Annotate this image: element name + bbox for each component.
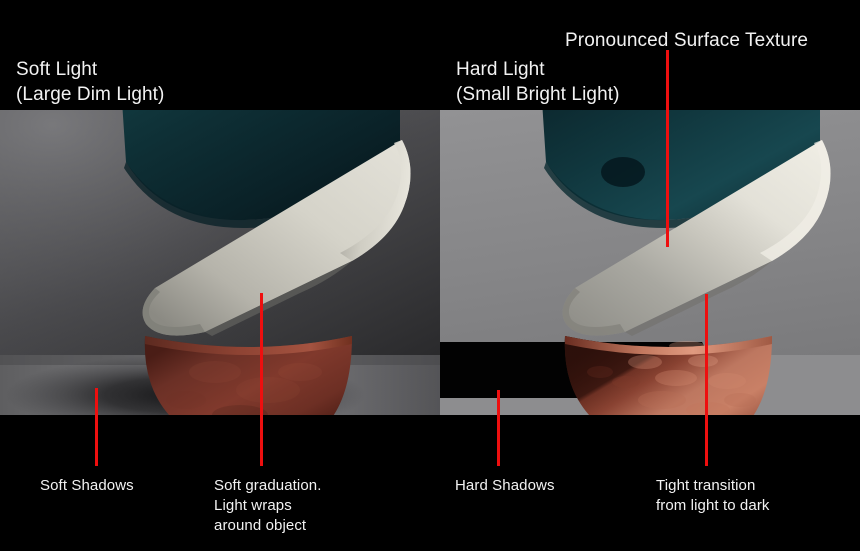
bowl-cream-rim (760, 140, 831, 261)
annotation-label-pronounced-surface-texture: Pronounced Surface Texture (565, 30, 809, 51)
bowl-cream-underside (625, 261, 772, 336)
annotation-label-soft-graduation: Soft graduation. Light wraps around obje… (214, 477, 322, 534)
bowl-cream-rim (340, 140, 411, 261)
bowl-terracotta-terminator (564, 336, 772, 415)
panel-soft-light (0, 110, 440, 415)
leader-line-soft-shadows (95, 388, 98, 466)
leader-line-pronounced-surface-texture (666, 50, 669, 247)
leader-line-soft-graduation (260, 293, 263, 466)
bowl-cream-edge-shadow (562, 288, 625, 336)
bowl-cream-edge-shadow (142, 288, 205, 336)
bowl-cream (142, 140, 411, 336)
bowl-teal-dark-spot (601, 157, 645, 187)
leader-line-tight-transition (705, 294, 708, 466)
bowl-terracotta-rim (145, 336, 352, 355)
panel-hard-light (440, 110, 860, 415)
leader-line-hard-shadows (497, 390, 500, 466)
hard-light-title: Hard Light(Small Bright Light) (456, 59, 620, 105)
bowl-cream-underside (205, 261, 352, 336)
annotation-label-soft-shadows: Soft Shadows (40, 477, 134, 494)
hard-light-render (440, 110, 860, 415)
annotation-label-hard-shadows: Hard Shadows (455, 477, 555, 494)
bowl-terracotta-rim (565, 336, 772, 355)
soft-light-render (0, 110, 440, 415)
bowl-terracotta (144, 336, 352, 415)
bowl-cream (562, 140, 831, 336)
annotation-label-tight-transition: Tight transition from light to dark (656, 477, 770, 514)
bowl-terracotta-texture-soft (166, 361, 322, 415)
soft-light-title: Soft Light(Large Dim Light) (16, 59, 165, 105)
